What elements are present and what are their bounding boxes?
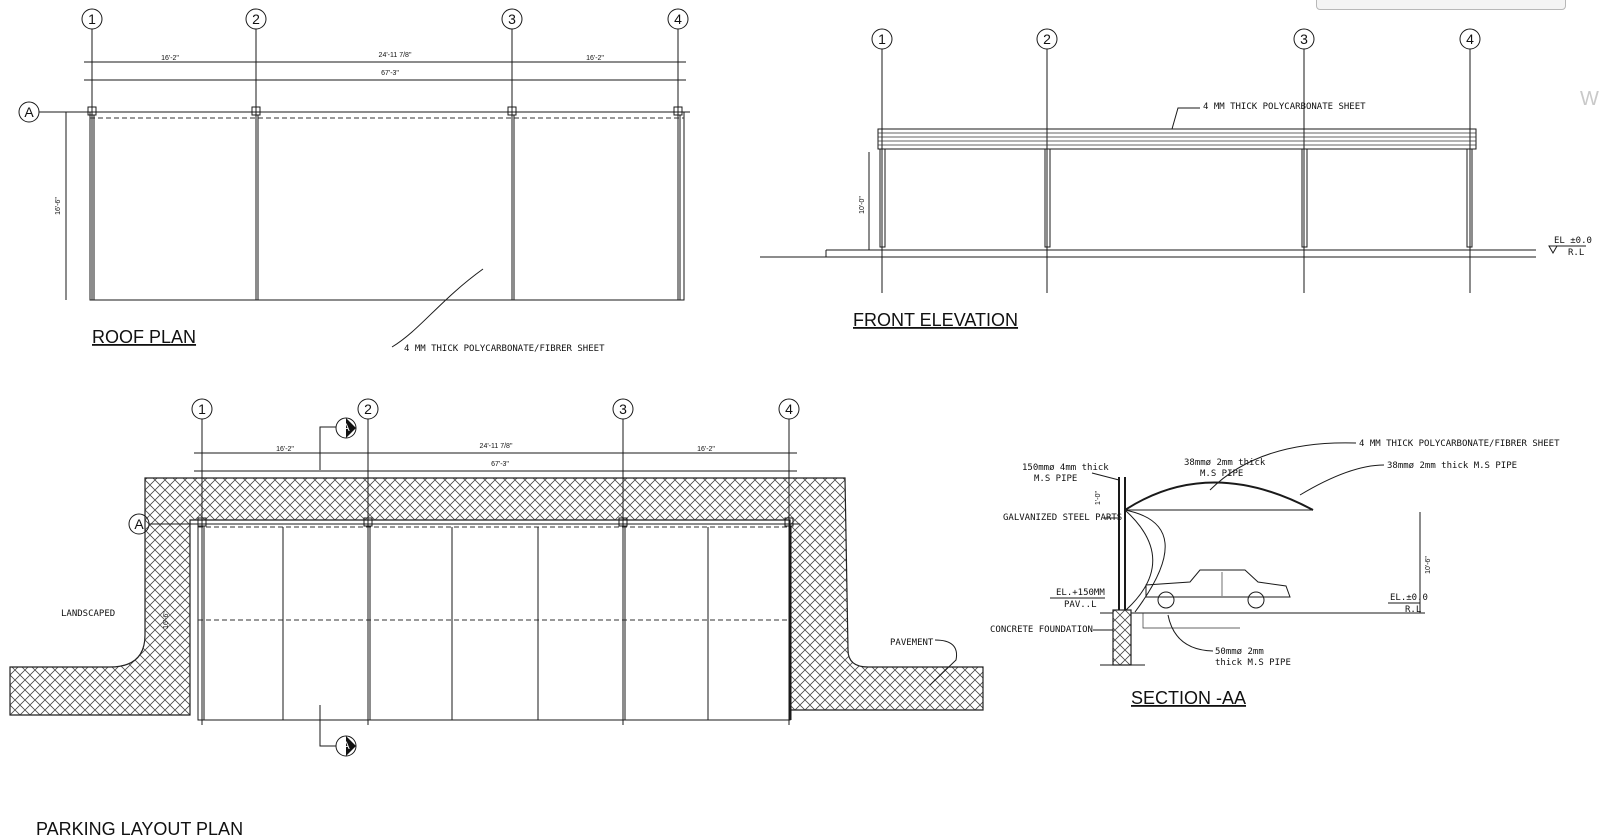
svg-text:38mmø 2mm thick: 38mmø 2mm thick xyxy=(1184,458,1266,468)
roof-grid-bubble-1: 1 xyxy=(81,8,103,30)
roof-sheet-note: 4 MM THICK POLYCARBONATE/FIBRER SHEET xyxy=(404,344,605,354)
svg-text:2: 2 xyxy=(1043,31,1051,47)
svg-text:10'-6": 10'-6" xyxy=(1425,556,1432,574)
svg-text:16'-2": 16'-2" xyxy=(161,55,179,62)
svg-text:M.S PIPE: M.S PIPE xyxy=(1034,474,1077,484)
svg-text:1: 1 xyxy=(198,401,206,417)
roof-plan-title: ROOF PLAN xyxy=(92,327,196,347)
svg-text:38mmø 2mm thick M.S PIPE: 38mmø 2mm thick M.S PIPE xyxy=(1387,461,1517,471)
car-icon xyxy=(1145,569,1291,609)
roof-plan: 1 2 3 4 A 16'-2" 24'-11 7/8" 16'-2" 67'-… xyxy=(18,8,690,354)
svg-text:A: A xyxy=(24,104,34,120)
section-marker-top: A xyxy=(319,417,357,470)
svg-text:4: 4 xyxy=(674,11,682,27)
parking-layout-plan: 1 2 3 4 A 16'-2" 24'-11 7/8" 16'-2" 67'-… xyxy=(9,398,984,838)
svg-text:4: 4 xyxy=(1466,31,1474,47)
front-elevation: 1 2 3 4 10'-0" 4 MM THICK POLYCARBONATE … xyxy=(760,28,1592,330)
elevation-sheet-note: 4 MM THICK POLYCARBONATE SHEET xyxy=(1203,102,1366,112)
svg-text:1: 1 xyxy=(878,31,886,47)
svg-text:PAV..L: PAV..L xyxy=(1064,600,1097,610)
svg-text:M.S PIPE: M.S PIPE xyxy=(1200,469,1243,479)
svg-text:16'-2": 16'-2" xyxy=(276,446,294,453)
svg-text:2: 2 xyxy=(252,11,260,27)
svg-text:CONCRETE FOUNDATION: CONCRETE FOUNDATION xyxy=(990,625,1093,635)
roof-grid-bubble-A: A xyxy=(18,101,40,123)
section-aa-title: SECTION -AA xyxy=(1131,688,1246,708)
watermark-fragment: W xyxy=(1580,88,1599,110)
svg-text:A: A xyxy=(134,516,144,532)
front-elevation-title: FRONT ELEVATION xyxy=(853,310,1018,330)
svg-text:16'-2": 16'-2" xyxy=(697,446,715,453)
svg-text:EL ±0.0: EL ±0.0 xyxy=(1554,236,1592,246)
pavement-label: PAVEMENT xyxy=(890,638,934,648)
svg-text:1: 1 xyxy=(88,11,96,27)
svg-text:thick M.S PIPE: thick M.S PIPE xyxy=(1215,658,1291,668)
toolbar-edge xyxy=(1316,0,1566,10)
svg-text:16'-2": 16'-2" xyxy=(586,55,604,62)
svg-text:EL.±0.0: EL.±0.0 xyxy=(1390,593,1428,603)
svg-text:R.L: R.L xyxy=(1405,605,1421,615)
parking-layout-title: PARKING LAYOUT PLAN xyxy=(36,819,243,838)
svg-text:67'-3": 67'-3" xyxy=(381,70,399,77)
svg-text:A: A xyxy=(342,422,350,434)
svg-text:2: 2 xyxy=(364,401,372,417)
svg-text:A: A xyxy=(342,740,350,752)
svg-text:10'-0": 10'-0" xyxy=(859,196,866,214)
svg-text:16'-6": 16'-6" xyxy=(163,611,170,629)
section-sheet-note: 4 MM THICK POLYCARBONATE/FIBRER SHEET xyxy=(1359,439,1560,449)
roof-grid-bubble-2: 2 xyxy=(245,8,267,30)
section-marker-bottom: A xyxy=(319,705,357,757)
svg-text:EL.+150MM: EL.+150MM xyxy=(1056,588,1105,598)
svg-text:4: 4 xyxy=(785,401,793,417)
svg-text:67'-3": 67'-3" xyxy=(491,461,509,468)
svg-text:3: 3 xyxy=(508,11,516,27)
landscaped-label: LANDSCAPED xyxy=(61,609,115,619)
svg-text:150mmø 4mm thick: 150mmø 4mm thick xyxy=(1022,463,1109,473)
roof-grid-bubble-4: 4 xyxy=(667,8,689,30)
svg-text:24'-11 7/8": 24'-11 7/8" xyxy=(480,443,513,450)
svg-text:3: 3 xyxy=(619,401,627,417)
svg-text:3: 3 xyxy=(1300,31,1308,47)
svg-text:24'-11 7/8": 24'-11 7/8" xyxy=(379,52,412,59)
svg-text:1'-0": 1'-0" xyxy=(1095,491,1102,505)
roof-grid-bubble-3: 3 xyxy=(501,8,523,30)
svg-text:16'-6": 16'-6" xyxy=(55,197,62,215)
svg-text:50mmø 2mm: 50mmø 2mm xyxy=(1215,647,1264,657)
section-aa: 10'-6" 1'-0" 150mmø 4mm thick M.S PIPE 3… xyxy=(990,439,1560,708)
svg-text:GALVANIZED STEEL PARTS: GALVANIZED STEEL PARTS xyxy=(1003,513,1122,523)
svg-text:R.L: R.L xyxy=(1568,248,1584,258)
